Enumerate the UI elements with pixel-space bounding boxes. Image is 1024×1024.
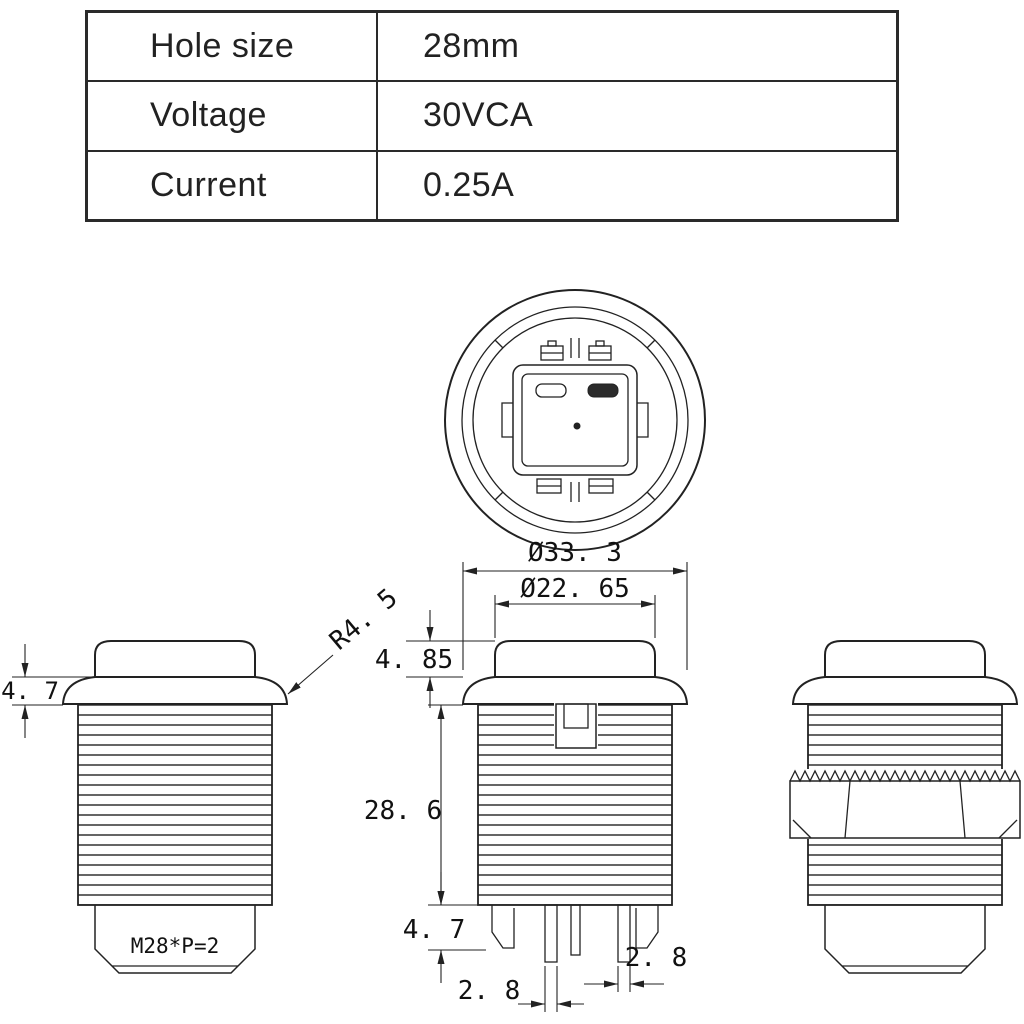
side-view-right — [789, 640, 1021, 974]
dim-terminal-width-left: 2. 8 — [458, 976, 521, 1006]
dim-terminal-width-right: 2. 8 — [625, 943, 688, 973]
outer-ring — [444, 289, 706, 551]
terminals-bottom — [536, 478, 614, 494]
nut-serration — [789, 769, 1021, 783]
dim-cap-height: 4. 85 — [375, 645, 453, 675]
spec-table: Hole size 28mm Voltage 30VCA Current 0.2… — [85, 10, 899, 222]
snap-leg-left — [491, 905, 515, 949]
spec-label-current: Current — [87, 150, 377, 220]
dim-terminal-length: 4. 7 — [403, 915, 466, 945]
top-view — [444, 289, 706, 551]
dim-cap-diameter: Ø22. 65 — [520, 574, 630, 604]
dim-thread-length: 28. 6 — [364, 796, 442, 826]
switch-housing — [824, 905, 986, 974]
thread-spec-label: M28*P=2 — [131, 934, 220, 958]
switch-slot-left — [535, 383, 567, 398]
switch-body-outer — [512, 364, 638, 476]
mid-ring — [461, 306, 689, 534]
snap-leg-right — [635, 905, 659, 949]
side-view-middle — [461, 640, 689, 963]
spec-label-hole-size: Hole size — [87, 12, 377, 82]
dim-outer-diameter: Ø33. 3 — [528, 538, 622, 568]
button-cap — [824, 640, 986, 678]
spec-label-voltage: Voltage — [87, 81, 377, 151]
button-flange — [61, 676, 289, 705]
terminal-blade-left — [544, 904, 558, 963]
switch-slot-right — [587, 383, 619, 398]
button-flange — [791, 676, 1019, 705]
switch-center-pin — [573, 422, 581, 430]
terminal-blade-right — [617, 904, 631, 963]
switch-housing — [94, 905, 256, 974]
spec-value-voltage: 30VCA — [377, 81, 897, 151]
terminals-top — [540, 340, 612, 361]
dim-flange-height: 4. 7 — [1, 677, 59, 705]
hex-nut — [789, 780, 1021, 839]
threaded-body — [77, 703, 273, 906]
switch-body-inner — [521, 373, 629, 467]
button-flange — [461, 676, 689, 705]
button-cap — [94, 640, 256, 678]
button-cap — [494, 640, 656, 678]
spec-value-hole-size: 28mm — [377, 12, 897, 82]
terminal-pin-center — [570, 904, 581, 956]
side-view-left: M28*P=2 — [61, 640, 289, 974]
inner-ring — [472, 317, 678, 523]
spec-value-current: 0.25A — [377, 150, 897, 220]
